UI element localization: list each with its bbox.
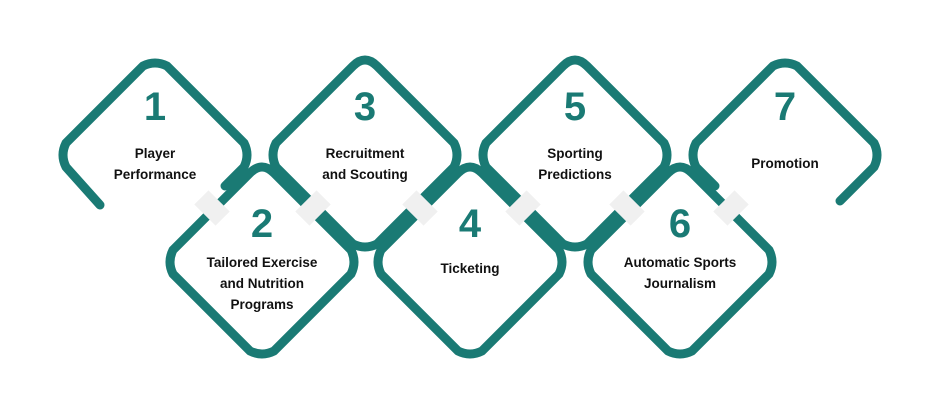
step-4-diamond-outline <box>373 162 567 359</box>
step-3-label-line: and Scouting <box>322 167 408 182</box>
step-6-number: 6 <box>668 202 692 246</box>
step-1-diamond-outline <box>58 58 252 210</box>
step-2-label-line: Tailored Exercise <box>206 255 318 270</box>
cropped-title-fragment <box>340 0 640 4</box>
step-7-number: 7 <box>773 85 797 129</box>
step-2-diamond-outline <box>165 162 359 359</box>
step-7-label: Promotion <box>715 153 855 174</box>
step-2-number: 2 <box>250 202 274 246</box>
step-4-number: 4 <box>458 202 482 246</box>
step-1-label-line: Performance <box>113 167 197 182</box>
step-6-label-line: Journalism <box>643 276 717 291</box>
step-3-diamond-outline <box>268 55 462 252</box>
step-6-diamond-outline <box>583 162 777 359</box>
step-3-number: 3 <box>353 85 377 129</box>
step-5-diamond-outline <box>478 55 672 252</box>
step-2-label-line: and Nutrition <box>220 276 304 291</box>
step-2-label-line: Programs <box>230 297 294 312</box>
step-7-diamond-outline <box>688 58 882 206</box>
step-3-label-line: Recruitment <box>325 146 405 161</box>
step-5-label-line: Predictions <box>538 167 612 182</box>
step-5-number: 5 <box>563 85 587 129</box>
step-1-number: 1 <box>143 85 167 129</box>
step-7-label-line: Promotion <box>751 156 819 171</box>
step-3-label: Recruitment and Scouting <box>295 143 435 185</box>
step-1-label-line: Player <box>134 146 176 161</box>
step-4-label-line: Ticketing <box>440 261 500 276</box>
step-5-label-line: Sporting <box>547 146 603 161</box>
step-4-label: Ticketing <box>400 258 540 279</box>
step-6-label-line: Automatic Sports <box>623 255 737 270</box>
